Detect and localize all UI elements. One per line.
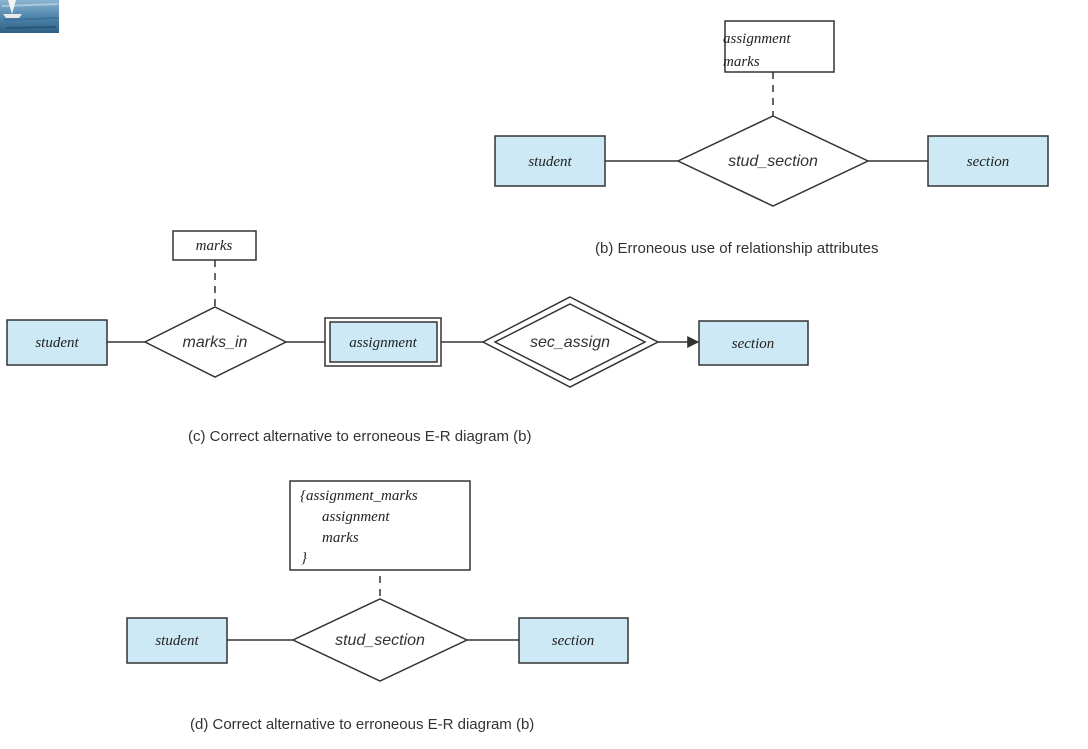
composite-attribute-box	[289, 480, 471, 571]
attribute-line: assignment	[322, 509, 390, 525]
relationship-label: sec_assign	[530, 334, 610, 351]
attribute-line: assignment	[723, 31, 791, 47]
diagram-d: {assignment_marks assignment marks } stu…	[126, 480, 629, 733]
entity-label: student	[35, 335, 79, 351]
relationship-stud-section	[676, 115, 870, 207]
entity-label: student	[528, 154, 572, 170]
relationship-stud-section	[291, 598, 469, 682]
attribute-line: marks	[723, 54, 760, 70]
attribute-line: marks	[322, 530, 359, 546]
relationship-label: marks_in	[183, 334, 248, 351]
entity-label: section	[552, 633, 595, 649]
attribute-line: }	[301, 550, 307, 566]
relationship-attribute-box	[724, 20, 835, 73]
attribute-line: {assignment_marks	[300, 488, 418, 504]
entity-label: assignment	[349, 335, 417, 351]
caption-c: (c) Correct alternative to erroneous E-R…	[188, 428, 531, 445]
relationship-label: stud_section	[335, 632, 425, 649]
caption-d: (d) Correct alternative to erroneous E-R…	[190, 716, 534, 733]
identifying-relationship-sec-assign	[493, 303, 647, 381]
entity-label: student	[155, 633, 199, 649]
entity-section	[698, 320, 809, 366]
caption-b: (b) Erroneous use of relationship attrib…	[595, 240, 878, 257]
attribute-label: marks	[196, 238, 233, 254]
relationship-label: stud_section	[728, 153, 818, 170]
entity-student	[6, 319, 108, 366]
entity-label: section	[732, 336, 775, 352]
relationship-marks-in	[143, 306, 288, 378]
entity-section	[927, 135, 1049, 187]
entity-section	[518, 617, 629, 664]
entity-label: section	[967, 154, 1010, 170]
diagram-b: assignment marks student stud_section se…	[494, 20, 1049, 257]
diagram-c: marks student marks_in assignment sec_as…	[6, 230, 809, 445]
entity-student	[494, 135, 606, 187]
entity-student	[126, 617, 228, 664]
sailboat-photo-thumbnail-icon	[0, 0, 59, 33]
weak-entity-assignment	[329, 321, 438, 363]
